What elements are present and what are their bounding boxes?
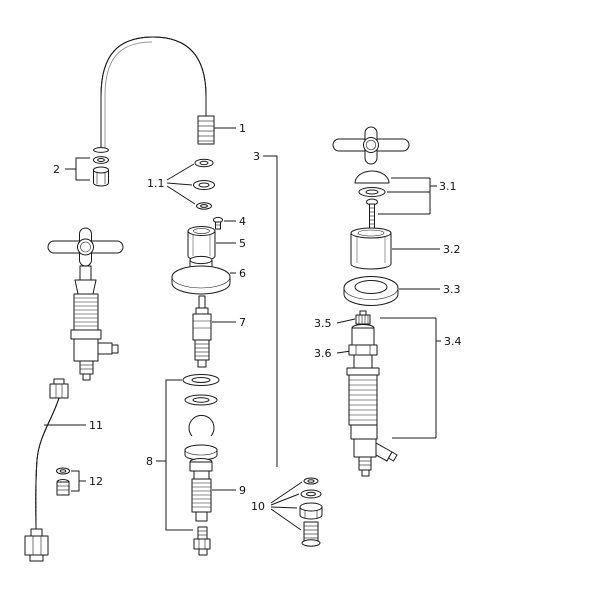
label-3-3: 3.3 [443, 283, 461, 296]
label-3-5: 3.5 [314, 317, 332, 330]
part-3-6-cartridge [348, 324, 378, 369]
label-3: 3 [253, 150, 260, 163]
part-6-escutcheon [171, 255, 231, 295]
part-3-3-escutcheon-ring [343, 276, 399, 306]
leader-lines [44, 127, 441, 531]
part-3-4-valve-body [346, 367, 398, 477]
part-4-set-screw [213, 216, 223, 230]
part-5-handle-sleeve [187, 226, 216, 261]
part-11-supply-hose [24, 378, 69, 562]
part-10-tailpiece-kit [299, 477, 323, 547]
label-6: 6 [239, 267, 246, 280]
label-3-6: 3.6 [314, 347, 332, 360]
part-8-valve-kit [182, 374, 220, 556]
part-3-5-stem-spline [355, 310, 371, 325]
label-11: 11 [89, 419, 103, 432]
part-3-2-handle-skirt [350, 227, 392, 270]
label-3-1: 3.1 [439, 180, 457, 193]
label-8: 8 [146, 455, 153, 468]
part-3-1-cap-screw [354, 170, 390, 230]
part-labels: 1 2 1.1 3 4 5 6 7 8 9 10 11 12 3.1 3.2 3… [53, 122, 462, 513]
label-7: 7 [239, 316, 246, 329]
spout-part-1 [93, 36, 215, 153]
label-3-2: 3.2 [443, 243, 461, 256]
label-10: 10 [251, 500, 265, 513]
part-1-1-washers [193, 158, 215, 210]
label-2: 2 [53, 163, 60, 176]
label-5: 5 [239, 237, 246, 250]
left-handle-valve-assembly [47, 227, 124, 381]
label-4: 4 [239, 215, 246, 228]
label-12: 12 [89, 475, 103, 488]
label-3-4: 3.4 [444, 335, 462, 348]
label-1: 1 [239, 122, 246, 135]
part-7-cartridge [192, 295, 212, 368]
label-9: 9 [239, 484, 246, 497]
part-2-mounting-hardware [93, 156, 109, 187]
label-1-1: 1.1 [147, 177, 165, 190]
part-12-adapter [56, 467, 70, 496]
right-handle-assembly-part-3 [332, 126, 410, 477]
